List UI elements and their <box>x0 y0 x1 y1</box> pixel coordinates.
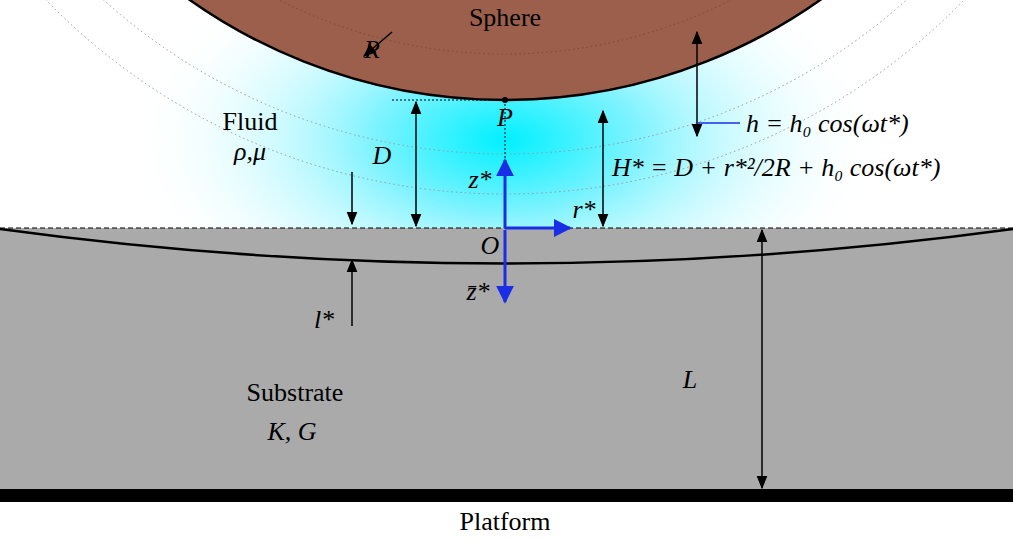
reference-line <box>392 100 500 101</box>
part-name: Fluid <box>223 109 278 135</box>
symbol: R <box>364 37 380 63</box>
undeformed-surface <box>0 227 1013 228</box>
dimension-arrow <box>415 102 417 226</box>
sphere <box>0 0 1013 100</box>
dotted-circle <box>0 0 1013 154</box>
axis-arrow <box>504 160 507 228</box>
axis-name: r* <box>572 197 595 223</box>
part-name: Substrate <box>247 380 344 406</box>
dimension: D <box>373 143 392 169</box>
point-p <box>502 97 508 103</box>
formula: H* = D + r*²/2R + h₀ cos(ωt*) <box>612 155 940 181</box>
dimension-arrow <box>761 230 763 488</box>
point-name: P <box>497 105 513 131</box>
dimension-arrow <box>351 260 353 326</box>
formula: h = h₀ cos(ωt*) <box>746 111 909 137</box>
leader-line <box>698 122 740 124</box>
part-region: Platform <box>0 503 1013 540</box>
part-name: Sphere <box>469 5 541 31</box>
dotted-circle <box>5 0 1005 54</box>
symbol: ρ,μ <box>234 139 266 165</box>
part-name: Platform <box>460 509 551 535</box>
axis-name: z̄* <box>466 279 489 305</box>
symbol: K, G <box>267 419 316 445</box>
point-name: O <box>481 233 500 259</box>
dimension: L <box>683 367 697 393</box>
part-region: SphereR <box>190 0 820 100</box>
dimension-arrow <box>351 172 353 224</box>
substrate <box>0 228 1013 490</box>
dimension-arrow <box>696 32 698 136</box>
axis-name: z* <box>468 167 491 193</box>
dimension-arrow <box>602 111 604 226</box>
part-region: Substrate K, G <box>0 262 700 488</box>
dimension: l* <box>314 307 334 333</box>
axis-arrow <box>505 227 570 230</box>
axis-arrow <box>504 230 507 302</box>
platform-bar <box>0 489 1013 502</box>
